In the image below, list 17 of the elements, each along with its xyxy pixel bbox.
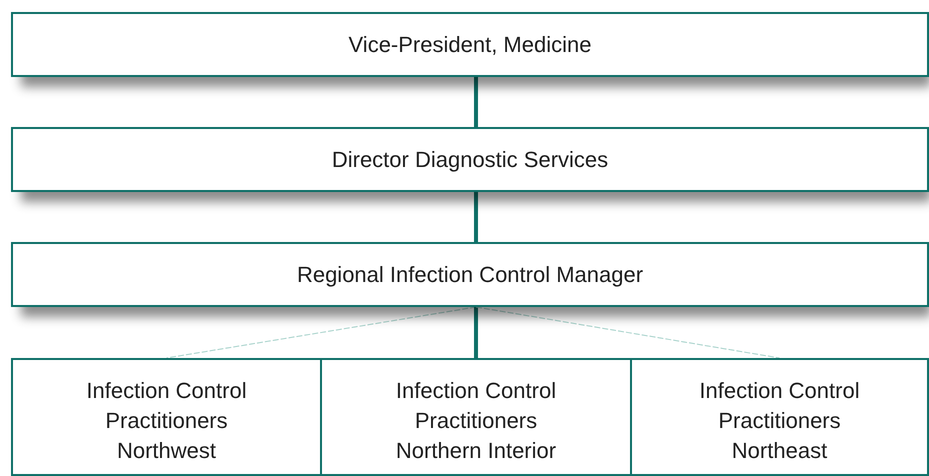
org-box bbox=[11, 242, 929, 307]
org-box bbox=[320, 358, 632, 476]
connector-line bbox=[166, 306, 476, 358]
connector-line bbox=[474, 307, 478, 358]
role-title: Infection Control Practitioners Northern Interior bbox=[394, 377, 558, 465]
org-box bbox=[11, 127, 929, 192]
org-box bbox=[630, 358, 929, 476]
role-title: Infection Control Practitioners Northwest bbox=[85, 377, 248, 465]
role-title: Director Diagnostic Services bbox=[330, 146, 610, 174]
connector-line bbox=[474, 77, 478, 127]
org-box bbox=[11, 358, 322, 476]
role-title: Regional Infection Control Manager bbox=[296, 260, 644, 289]
org-box bbox=[11, 12, 929, 77]
role-title: Infection Control Practitioners Northeast bbox=[698, 377, 861, 465]
connector-line bbox=[474, 192, 478, 242]
role-title: Vice-President, Medicine bbox=[348, 30, 592, 58]
connector-line bbox=[476, 306, 780, 358]
